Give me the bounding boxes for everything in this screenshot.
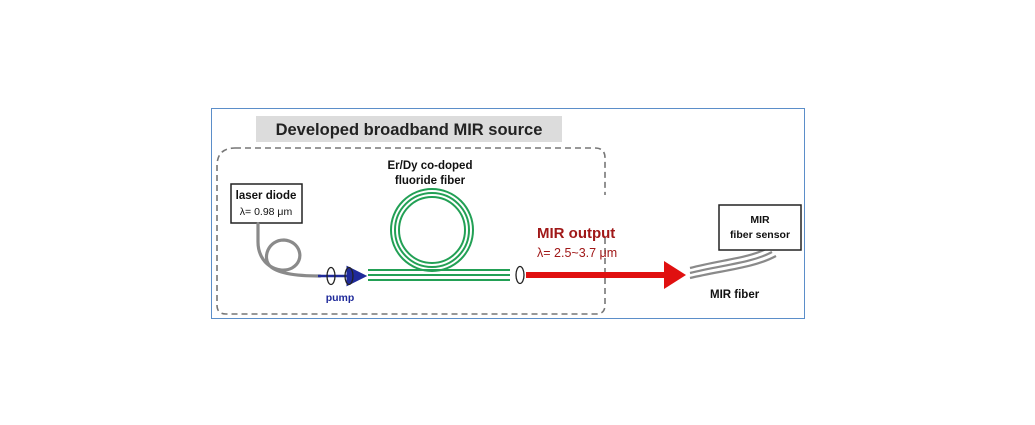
mir-output-wavelength: λ= 2.5~3.7 μm xyxy=(537,246,617,260)
sensor-box xyxy=(718,204,802,251)
doped-fiber-coil xyxy=(368,188,510,281)
diagram-frame xyxy=(211,108,805,319)
fiber-label-line2: fluoride fiber xyxy=(395,175,466,187)
title-text: Developed broadband MIR source xyxy=(276,121,543,139)
pigtail-fiber xyxy=(256,222,322,278)
laser-diode-box xyxy=(230,183,303,224)
sensor-line1: MIR xyxy=(750,214,770,226)
output-lens xyxy=(515,265,525,285)
laser-diode-name: laser diode xyxy=(236,190,297,202)
mir-fiber xyxy=(689,247,777,280)
source-dashed-box xyxy=(216,147,606,315)
pump-lens-1 xyxy=(326,266,336,286)
pump-lens-2 xyxy=(344,266,354,286)
laser-diode-wavelength: λ= 0.98 μm xyxy=(240,206,293,218)
sensor-line2: fiber sensor xyxy=(730,229,790,241)
title-box xyxy=(256,116,562,142)
fiber-label-line1: Er/Dy co-doped xyxy=(388,160,473,172)
mir-output-title: MIR output xyxy=(537,225,615,242)
mir-fiber-label: MIR fiber xyxy=(710,289,760,301)
pump-label: pump xyxy=(326,292,355,304)
mir-output-arrow-head xyxy=(664,261,686,289)
